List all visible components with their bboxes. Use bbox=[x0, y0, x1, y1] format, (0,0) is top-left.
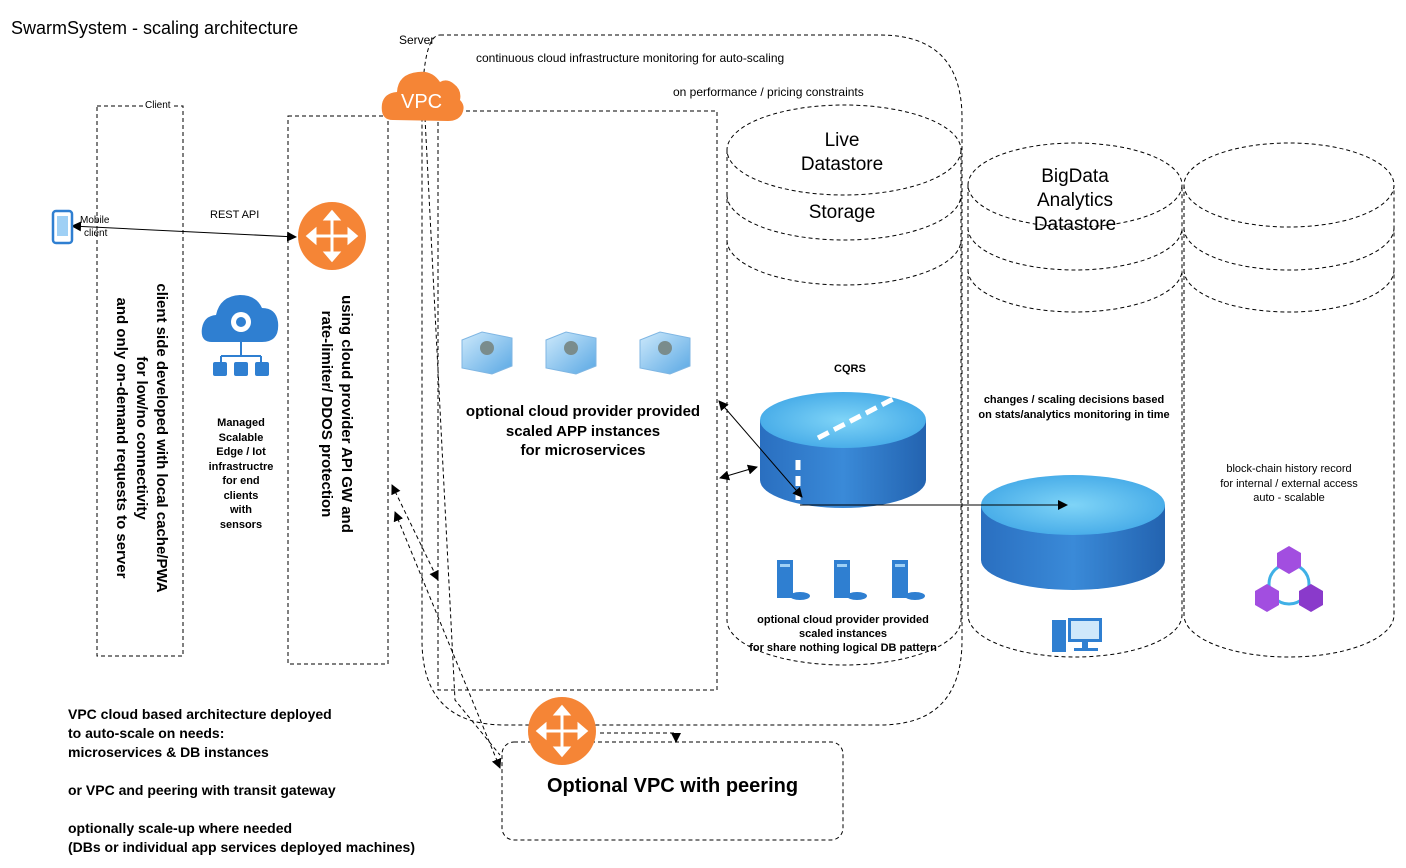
monitoring-line-2: on performance / pricing constraints bbox=[673, 85, 864, 99]
deployment-notes: VPC cloud based architecture deployed to… bbox=[68, 705, 415, 857]
bigdata-line: Analytics bbox=[1036, 190, 1114, 211]
scaling-decisions-label: changes / scaling decisions based on sta… bbox=[964, 393, 1184, 423]
bigdata-line: BigData bbox=[1041, 166, 1109, 187]
api-gw-box bbox=[287, 115, 389, 665]
live-datastore-line bbox=[762, 177, 922, 201]
blockchain-line: for internal / external access bbox=[1220, 477, 1358, 490]
edge-line: clients bbox=[223, 489, 259, 502]
vpc-cloud-icon bbox=[381, 71, 464, 121]
client-box bbox=[96, 105, 184, 657]
blockchain-description: block-chain history record for internal … bbox=[1186, 462, 1392, 506]
server-db-icon bbox=[834, 560, 867, 600]
server-to-peering-arrow-2 bbox=[600, 732, 681, 743]
server-db-icon bbox=[892, 560, 925, 600]
note-line bbox=[68, 762, 415, 781]
app-instances-line: scaled APP instances bbox=[505, 422, 661, 440]
edge-line: Managed bbox=[217, 417, 265, 429]
blockchain-cylinder bbox=[1183, 142, 1395, 658]
mobile-client-line: client bbox=[84, 228, 108, 239]
edge-line: with bbox=[230, 504, 252, 516]
optional-vpc-label: Optional VPC with peering bbox=[546, 775, 799, 797]
app-instance-icon bbox=[545, 331, 597, 375]
note-line: VPC cloud based architecture deployed bbox=[68, 706, 332, 722]
edge-line: Scalable bbox=[218, 431, 264, 444]
gw-to-peering-arrow-1 bbox=[391, 484, 439, 581]
api-gw-line: rate-limiter/ DDOS protection bbox=[318, 310, 335, 518]
db-instances-line: scaled instances bbox=[798, 628, 888, 640]
edge-description: Managed Scalable Edge / Iot infrastructr… bbox=[195, 416, 287, 532]
note-line: (DBs or individual app services deployed… bbox=[68, 839, 415, 855]
mobile-phone-icon bbox=[51, 209, 74, 245]
server-label: Server bbox=[399, 33, 435, 47]
mobile-client-label: Mobile client bbox=[80, 214, 109, 240]
note-line: to auto-scale on needs: bbox=[68, 725, 225, 741]
note-line bbox=[68, 800, 415, 819]
vpc-badge-label: VPC bbox=[401, 91, 443, 113]
api-gw-line: using cloud provider API GW and bbox=[338, 295, 355, 533]
app-to-cqrs-arrow-1 bbox=[718, 400, 803, 498]
app-to-cqrs-arrow-2 bbox=[719, 464, 758, 481]
live-datastore-line: Live bbox=[824, 130, 860, 151]
edge-line: sensors bbox=[219, 518, 263, 531]
client-side-description: client side developed with local cache/P… bbox=[111, 258, 171, 618]
mobile-client-line: Mobile bbox=[80, 215, 110, 226]
server-db-icon bbox=[777, 560, 810, 600]
api-gw-description: using cloud provider API GW and rate-lim… bbox=[312, 234, 356, 594]
db-instances-line: optional cloud provider provided bbox=[757, 614, 929, 626]
blockchain-line: auto - scalable bbox=[1253, 492, 1325, 504]
client-side-line: for low/no connectivity bbox=[133, 356, 150, 520]
live-datastore-line: Storage bbox=[808, 202, 876, 223]
db-instances-line: for share nothing logical DB pattern bbox=[749, 642, 937, 654]
client-side-line: and only on-demand requests to server bbox=[113, 297, 130, 579]
edge-line: Edge / Iot bbox=[216, 446, 266, 458]
optional-vpc-box bbox=[501, 741, 844, 841]
monitoring-line-1: continuous cloud infrastructure monitori… bbox=[476, 51, 785, 65]
scaling-decisions-line: changes / scaling decisions based bbox=[983, 394, 1165, 406]
blockchain-line: block-chain history record bbox=[1226, 463, 1352, 475]
bigdata-solid-cylinder-icon bbox=[981, 475, 1165, 590]
app-instance-icon bbox=[639, 331, 691, 375]
edge-line: infrastructre bbox=[208, 460, 274, 473]
app-instance-icon bbox=[461, 331, 513, 375]
blockchain-icon bbox=[1255, 546, 1323, 612]
peering-router-icon bbox=[528, 697, 596, 765]
router-icon bbox=[298, 202, 366, 270]
live-datastore-line: Datastore bbox=[800, 154, 884, 175]
bigdata-line: Datastore bbox=[1033, 214, 1117, 235]
server-to-peering-arrow-1 bbox=[424, 117, 501, 756]
edge-line: for end bbox=[222, 475, 260, 487]
rest-api-arrow bbox=[71, 221, 297, 242]
live-datastore-cylinder bbox=[726, 104, 962, 666]
note-line: optionally scale-up where needed bbox=[68, 820, 293, 836]
note-line: or VPC and peering with transit gateway bbox=[68, 782, 336, 798]
db-instances-description: optional cloud provider provided scaled … bbox=[730, 613, 956, 655]
app-instances-box bbox=[437, 110, 718, 691]
cloud-gear-icon bbox=[201, 295, 279, 376]
rest-api-label: REST API bbox=[210, 209, 260, 221]
scaling-decisions-line: on stats/analytics monitoring in time bbox=[978, 409, 1170, 421]
note-line: microservices & DB instances bbox=[68, 744, 269, 760]
cqrs-cylinder-icon bbox=[760, 392, 926, 508]
bigdata-cylinder bbox=[967, 142, 1183, 658]
app-instances-line: optional cloud provider provided bbox=[465, 403, 701, 420]
workstation-icon bbox=[1052, 618, 1102, 652]
bigdata-datastore-label: BigData Analytics Datastore bbox=[995, 165, 1155, 237]
client-side-line: client side developed with local cache/P… bbox=[153, 283, 170, 593]
app-instances-description: optional cloud provider provided scaled … bbox=[440, 402, 726, 461]
diagram-title: SwarmSystem - scaling architecture bbox=[11, 18, 299, 38]
cqrs-label: CQRS bbox=[834, 363, 866, 375]
live-datastore-label: Live Datastore Storage bbox=[762, 129, 922, 225]
client-label: Client bbox=[145, 100, 171, 111]
app-instances-line: for microservices bbox=[520, 442, 646, 459]
